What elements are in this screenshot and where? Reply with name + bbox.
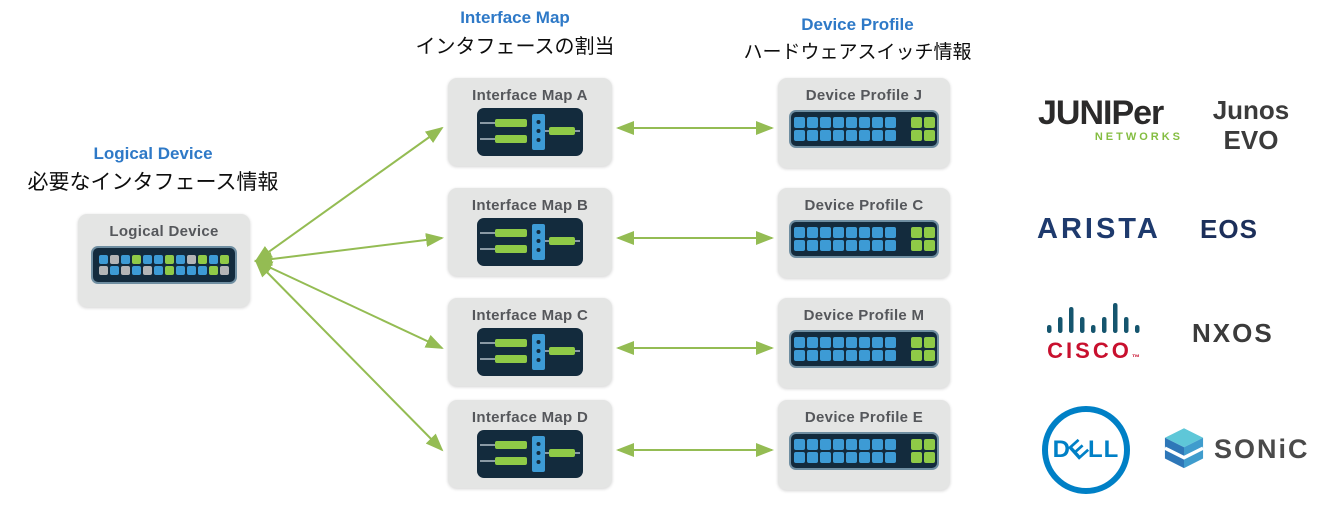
device-profile-switch-graphic (789, 220, 939, 258)
interface-map-card-d: Interface Map D (448, 400, 612, 488)
arrow-ld-to-im-c (254, 260, 444, 349)
junos-line: Junos (1212, 95, 1290, 125)
device-profile-card-label: Device Profile C (804, 197, 924, 214)
device-profile-card-label: Device Profile E (804, 409, 924, 426)
logical-device-switch-graphic (91, 246, 237, 284)
interface-map-card-b: Interface Map B (448, 188, 612, 276)
device-profile-header: Device Profile ハードウェアスイッチ情報 (725, 15, 990, 64)
device-profile-switch-graphic (789, 110, 939, 148)
cisco-wordmark: CISCO™ (1047, 338, 1143, 363)
interface-map-card-a: Interface Map A (448, 78, 612, 166)
device-profile-card-label: Device Profile J (805, 87, 923, 104)
logical-device-card-label: Logical Device (109, 223, 219, 240)
interface-map-header: Interface Map インタフェースの割当 (385, 8, 645, 59)
interface-map-graphic (477, 218, 583, 266)
interface-map-card-label: Interface Map A (472, 87, 588, 104)
logical-device-card: Logical Device (78, 214, 250, 307)
device-profile-title: Device Profile (801, 15, 914, 34)
device-profile-subtitle: ハードウェアスイッチ情報 (743, 42, 972, 63)
junos-evo-label: Junos EVO (1196, 95, 1306, 156)
dell-wordmark: DELL (1052, 433, 1120, 466)
juniper-networks-label: NETWORKS (1094, 131, 1183, 143)
device-profile-card-m: Device Profile M (778, 298, 950, 388)
sonic-wordmark: SONiC (1214, 434, 1310, 464)
cisco-bridge-icon (1047, 303, 1140, 333)
device-profile-card-j: Device Profile J (778, 78, 950, 168)
arista-eos-label: EOS (1200, 214, 1258, 244)
interface-map-card-label: Interface Map D (471, 409, 589, 426)
arrow-ld-to-im-b (254, 233, 444, 266)
device-profile-switch-graphic (789, 432, 939, 470)
device-profile-switch-graphic (789, 330, 939, 368)
interface-map-card-label: Interface Map C (471, 307, 589, 324)
device-profile-card-e: Device Profile E (778, 400, 950, 490)
interface-map-graphic (477, 328, 583, 376)
interface-map-subtitle: インタフェースの割当 (415, 36, 615, 58)
sonic-cube-icon (1164, 428, 1204, 469)
device-profile-card-c: Device Profile C (778, 188, 950, 278)
juniper-wordmark: JUNIPer (1038, 94, 1164, 132)
interface-map-graphic (477, 108, 583, 156)
cisco-logo: CISCO™ (1043, 297, 1147, 362)
sonic-logo (1158, 422, 1210, 476)
logical-device-title: Logical Device (93, 144, 213, 163)
arrow-ld-to-im-d (254, 259, 444, 452)
cisco-trademark: ™ (1131, 353, 1143, 362)
interface-map-card-c: Interface Map C (448, 298, 612, 386)
interface-map-title: Interface Map (460, 8, 570, 27)
arista-logo: ARISTA (1037, 213, 1161, 245)
cisco-nxos-label: NXOS (1192, 318, 1274, 348)
interface-map-graphic (477, 430, 583, 478)
juniper-logo: JUNIPer NETWORKS (1038, 96, 1183, 143)
device-profile-card-label: Device Profile M (803, 307, 925, 324)
logical-device-header: Logical Device 必要なインタフェース情報 (8, 144, 298, 196)
interface-map-card-label: Interface Map B (471, 197, 589, 214)
dell-logo: DELL (1042, 406, 1130, 494)
evo-line: EVO (1223, 124, 1279, 155)
logical-device-subtitle: 必要なインタフェース情報 (27, 171, 279, 194)
